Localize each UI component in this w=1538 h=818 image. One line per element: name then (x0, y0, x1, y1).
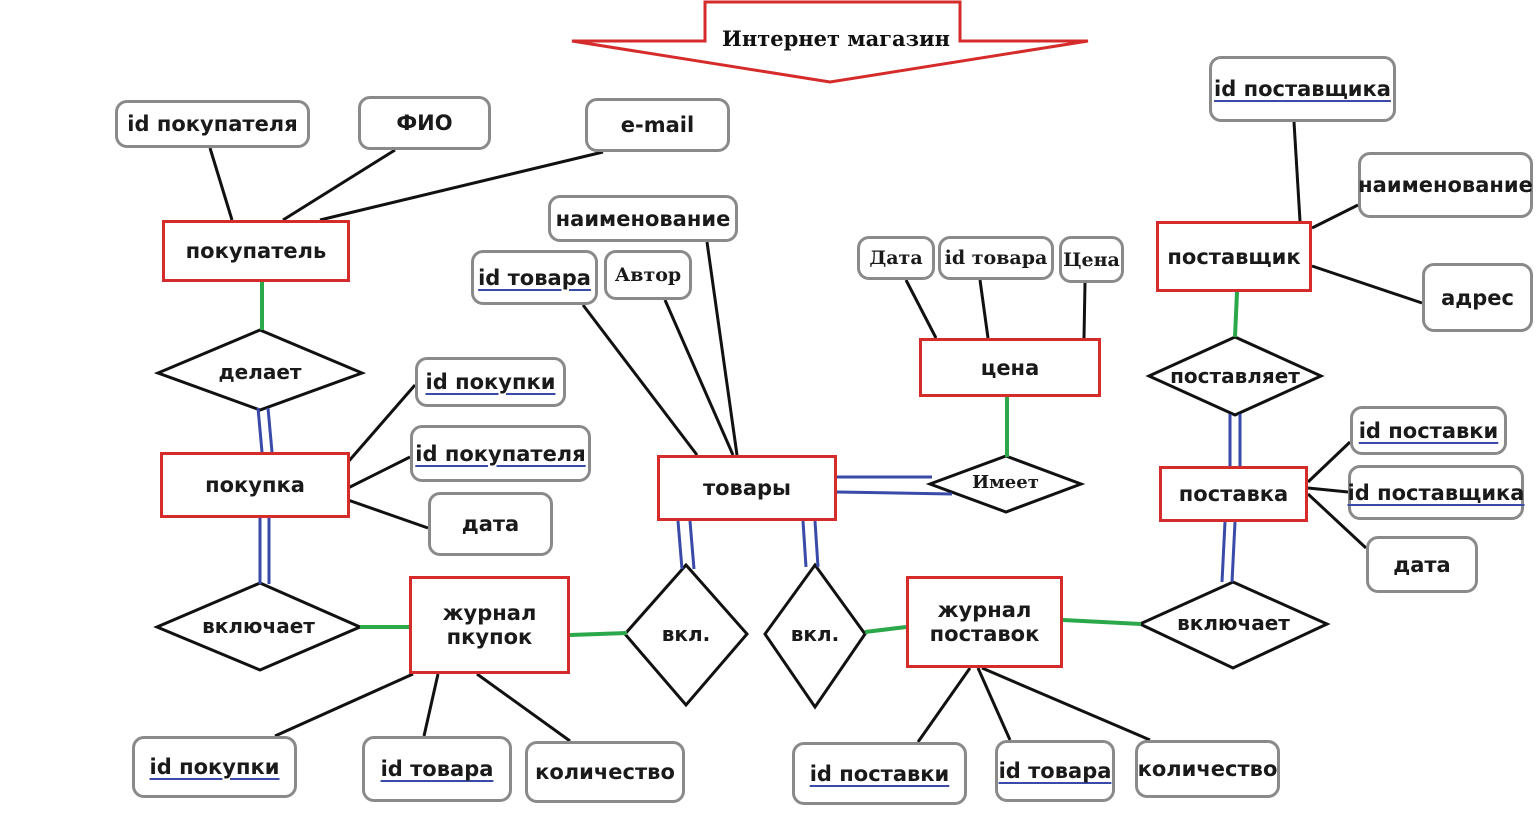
relationship-delaet: делает (218, 360, 302, 384)
diagram-title: Интернет магазин (722, 26, 950, 51)
attr-pokupatel-email: e-mail (585, 98, 730, 152)
attr-zhurnal-pokupok-id-tovara: id товара (362, 736, 512, 802)
attr-tovary-id: id товара (471, 250, 598, 305)
attr-pokupka-id-text: id покупки (425, 370, 556, 394)
relationship-vklyuchaet-right: включает (1177, 611, 1290, 635)
attr-zhurnal-postavok-kolichestvo: количество (1135, 740, 1280, 798)
attr-postavka-id-postavshchika: id поставщика (1348, 465, 1524, 520)
attr-pokupatel-id: id покупателя (115, 100, 310, 148)
attr-tovary-id-text: id товара (478, 265, 591, 290)
relationship-vkl-right-shape (763, 562, 867, 710)
attr-postavka-id-text: id поставки (1358, 418, 1499, 443)
attr-zhurnal-pokupok-id-tovara-text: id товара (380, 757, 494, 781)
identifying-links (256, 407, 1242, 584)
attr-zhurnal-postavok-id-tovara-text: id товара (998, 759, 1112, 783)
relationship-postavlyaet-shape (1145, 335, 1325, 417)
entity-tsena: цена (919, 338, 1101, 397)
attr-zhurnal-pokupok-id-pokupki-text: id покупки (149, 755, 280, 779)
attr-zhurnal-postavok-id-tovara: id товара (995, 740, 1115, 802)
relationship-links (260, 282, 1239, 637)
attr-postavshchik-adres: адрес (1422, 263, 1533, 332)
attr-zhurnal-pokupok-id-pokupki: id покупки (132, 736, 297, 798)
entity-postavshchik: поставщик (1156, 221, 1312, 292)
relationship-delaet-shape (153, 328, 367, 412)
title-banner-arrow (571, 0, 1089, 84)
relationship-vklyuchaet-right-shape (1136, 580, 1331, 670)
attr-zhurnal-postavok-id-postavki-text: id поставки (809, 761, 950, 786)
attr-zhurnal-postavok-id-postavki: id поставки (792, 742, 967, 805)
attr-tovary-avtor: Автор (604, 250, 692, 300)
entity-postavka: поставка (1159, 466, 1308, 522)
attr-pokupka-id: id покупки (415, 357, 566, 407)
relationship-imeet: Имеет (972, 472, 1039, 493)
entity-zhurnal-pokupok: журнал пкупок (409, 576, 570, 674)
entity-pokupatel: покупатель (162, 220, 350, 282)
attr-postavka-data: дата (1366, 536, 1478, 593)
entity-pokupka: покупка (160, 452, 350, 518)
entity-zhurnal-postavok: журнал поставок (906, 576, 1063, 668)
relationship-imeet-shape (925, 454, 1086, 514)
relationship-vkl-left: вкл. (661, 622, 711, 646)
attr-pokupatel-fio: ФИО (358, 96, 491, 150)
attr-postavshchik-id: id поставщика (1209, 56, 1396, 122)
attr-tsena-id-tovara: id товара (938, 236, 1054, 280)
attr-pokupka-data: дата (428, 492, 553, 556)
attr-pokupka-id-pokupatelya: id покупателя (410, 425, 591, 482)
attr-postavka-id-postavshchika-text: id поставщика (1347, 480, 1525, 505)
relationship-postavlyaet: поставляет (1170, 364, 1300, 388)
attr-postavshchik-id-text: id поставщика (1214, 77, 1391, 101)
attr-tovary-naimenovanie: наименование (548, 195, 738, 242)
relationship-vklyuchaet-left-shape (153, 581, 364, 672)
relationship-vkl-left-shape (623, 562, 749, 708)
relationship-vkl-right: вкл. (790, 622, 840, 646)
relationship-vklyuchaet-left: включает (202, 614, 315, 638)
attr-tsena-data: Дата (857, 236, 935, 280)
attribute-links (208, 121, 1423, 743)
attr-zhurnal-pokupok-kolichestvo: количество (525, 741, 685, 803)
entity-tovary: товары (657, 455, 837, 521)
attr-tsena-tsena: Цена (1059, 236, 1124, 283)
attr-postavka-id: id поставки (1350, 406, 1507, 455)
attr-postavshchik-naimenovanie: наименование (1358, 152, 1533, 218)
attr-pokupka-id-pokupatelya-text: id покупателя (415, 441, 586, 466)
